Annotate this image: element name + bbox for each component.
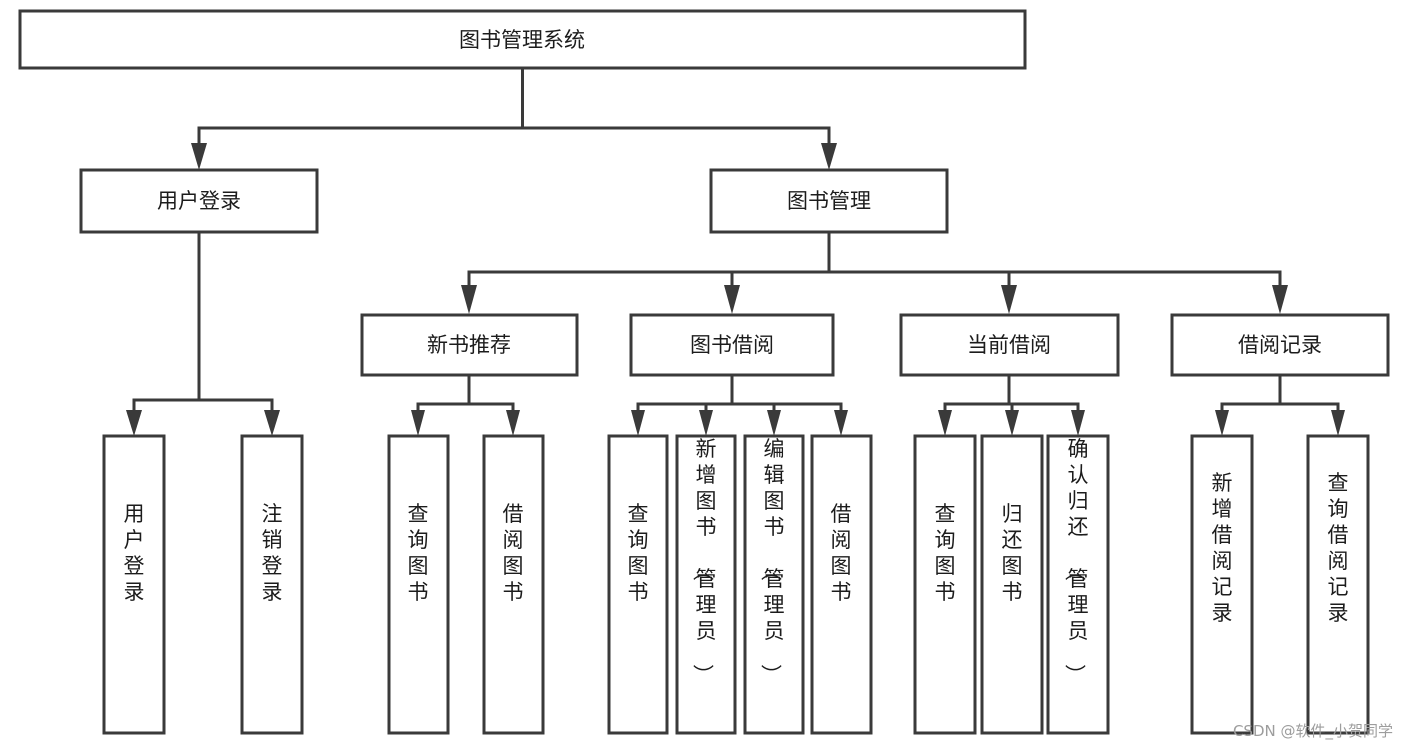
node-leaf-query-book-2[interactable]: 查询图书 (607, 434, 669, 735)
node-book-borrow-box[interactable] (629, 313, 835, 377)
arrowhead-leaf-query-book-2 (631, 410, 645, 436)
arrowhead-leaf-query-record (1331, 410, 1345, 436)
node-leaf-query-book-1-box[interactable] (387, 434, 450, 735)
node-leaf-confirm-return[interactable]: 确认归还（管理员） (1046, 434, 1110, 735)
node-leaf-add-record-label: 新增借阅记录 (1212, 471, 1233, 625)
node-leaf-logout[interactable]: 注销登录 (240, 434, 304, 735)
node-root-box[interactable] (18, 9, 1027, 70)
node-root[interactable]: 图书管理系统 (18, 9, 1027, 70)
node-user-login-label: 用户登录 (157, 189, 241, 213)
arrowhead-leaf-add-record (1215, 410, 1229, 436)
arrowhead-leaf-edit-book (767, 410, 781, 436)
arrowhead-leaf-borrow-book-1 (506, 410, 520, 436)
node-leaf-logout-box[interactable] (240, 434, 304, 735)
node-leaf-add-record-box[interactable] (1190, 434, 1254, 735)
arrowhead-leaf-add-book (699, 410, 713, 436)
arrowhead-leaf-confirm-return (1071, 410, 1085, 436)
node-leaf-add-book-label: 新增图书（管理员） (691, 437, 717, 685)
node-leaf-borrow-book-1-box[interactable] (482, 434, 545, 735)
node-book-manage-label: 图书管理 (787, 189, 871, 213)
arrowhead-book-manage (821, 143, 837, 170)
node-leaf-query-book-3-box[interactable] (913, 434, 977, 735)
node-leaf-query-book-1-label: 查询图书 (408, 502, 429, 604)
arrowhead-new-book-recommend (461, 285, 477, 314)
node-leaf-add-book-box[interactable] (675, 434, 737, 735)
node-borrow-record-label: 借阅记录 (1238, 333, 1322, 357)
connector-layer (126, 66, 1345, 436)
node-leaf-query-book-1[interactable]: 查询图书 (387, 434, 450, 735)
node-leaf-query-book-3-label: 查询图书 (935, 502, 956, 604)
node-leaf-add-record[interactable]: 新增借阅记录 (1190, 434, 1254, 735)
node-user-login-box[interactable] (79, 168, 319, 234)
node-leaf-confirm-return-label: 确认归还（管理员） (1063, 437, 1089, 685)
arrowhead-leaf-return-book (1005, 410, 1019, 436)
node-leaf-query-record-box[interactable] (1306, 434, 1370, 735)
node-borrow-record-box[interactable] (1170, 313, 1390, 377)
node-leaf-query-book-2-box[interactable] (607, 434, 669, 735)
node-leaf-borrow-book-2[interactable]: 借阅图书 (810, 434, 873, 735)
arrowhead-user-login (191, 143, 207, 170)
node-new-book-recommend-label: 新书推荐 (427, 333, 511, 357)
arrowhead-leaf-query-book-1 (411, 410, 425, 436)
node-leaf-add-book[interactable]: 新增图书（管理员） (675, 434, 737, 735)
node-new-book-recommend-box[interactable] (360, 313, 579, 377)
node-leaf-borrow-book-1-label: 借阅图书 (503, 502, 524, 604)
node-root-label: 图书管理系统 (459, 28, 585, 52)
node-book-borrow-label: 图书借阅 (690, 333, 774, 357)
node-leaf-edit-book-box[interactable] (743, 434, 805, 735)
node-book-manage[interactable]: 图书管理 (709, 168, 949, 234)
node-leaf-edit-book[interactable]: 编辑图书（管理员） (743, 434, 805, 735)
node-leaf-query-book-3[interactable]: 查询图书 (913, 434, 977, 735)
node-leaf-user-login-label: 用户登录 (124, 502, 145, 604)
node-leaf-confirm-return-box[interactable] (1046, 434, 1110, 735)
node-borrow-record[interactable]: 借阅记录 (1170, 313, 1390, 377)
arrowhead-leaf-logout (264, 410, 280, 436)
arrowhead-leaf-borrow-book-2 (834, 410, 848, 436)
node-leaf-borrow-book-1[interactable]: 借阅图书 (482, 434, 545, 735)
node-current-borrow-label: 当前借阅 (967, 333, 1051, 357)
arrowhead-current-borrow (1001, 285, 1017, 314)
node-leaf-borrow-book-2-box[interactable] (810, 434, 873, 735)
node-leaf-edit-book-label: 编辑图书（管理员） (759, 437, 785, 685)
arrowhead-borrow-record (1272, 285, 1288, 314)
node-book-manage-box[interactable] (709, 168, 949, 234)
node-leaf-return-book-label: 归还图书 (1002, 502, 1023, 604)
node-leaf-query-book-2-label: 查询图书 (628, 502, 649, 604)
node-leaf-return-book-box[interactable] (980, 434, 1044, 735)
node-new-book-recommend[interactable]: 新书推荐 (360, 313, 579, 377)
arrowhead-leaf-user-login (126, 410, 142, 436)
arrowhead-book-borrow (724, 285, 740, 314)
node-leaf-query-record-label: 查询借阅记录 (1328, 471, 1349, 625)
arrowhead-leaf-query-book-3 (938, 410, 952, 436)
node-leaf-borrow-book-2-label: 借阅图书 (831, 502, 852, 604)
node-leaf-query-record[interactable]: 查询借阅记录 (1306, 434, 1370, 735)
node-leaf-user-login-box[interactable] (102, 434, 166, 735)
node-current-borrow-box[interactable] (899, 313, 1120, 377)
node-user-login[interactable]: 用户登录 (79, 168, 319, 234)
node-leaf-return-book[interactable]: 归还图书 (980, 434, 1044, 735)
node-leaf-logout-label: 注销登录 (262, 502, 283, 604)
node-current-borrow[interactable]: 当前借阅 (899, 313, 1120, 377)
watermark-text: CSDN @软件_小贺同学 (1232, 722, 1393, 740)
node-book-borrow[interactable]: 图书借阅 (629, 313, 835, 377)
node-leaf-user-login[interactable]: 用户登录 (102, 434, 166, 735)
